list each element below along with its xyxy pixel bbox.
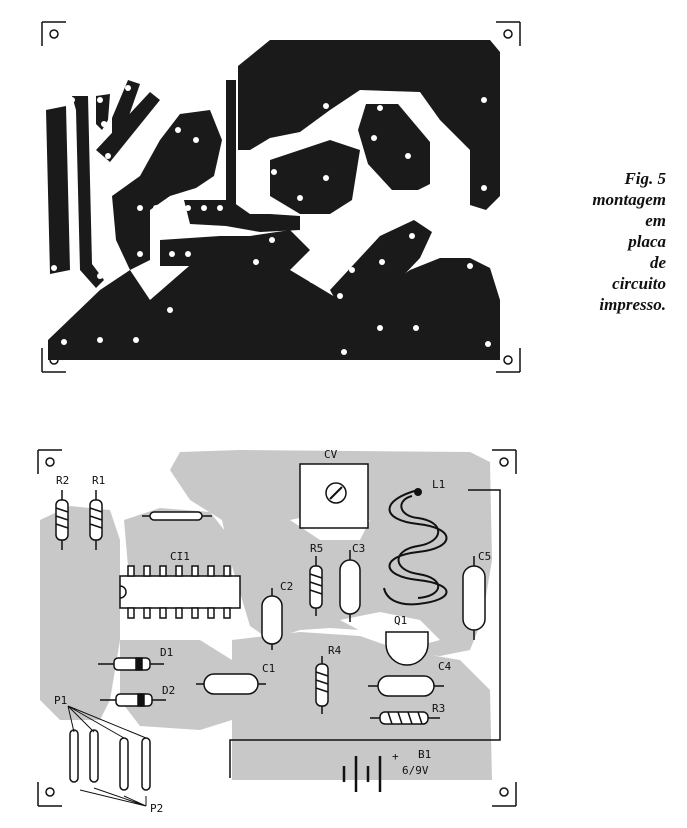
transistor-q1 — [385, 631, 429, 666]
resistor-r1 — [89, 490, 103, 550]
cv-trimmer — [299, 463, 369, 529]
caption-line-4: placa — [628, 232, 666, 251]
caption-line-5: de — [649, 253, 666, 272]
capacitor-c3 — [339, 550, 361, 622]
copper-area-bottom — [150, 256, 500, 360]
label-ci1: CI1 — [170, 550, 190, 563]
diode-d2 — [100, 693, 166, 707]
diode-d1 — [98, 657, 164, 671]
copper-area-top-right — [238, 40, 500, 210]
ic-ci1 — [119, 565, 241, 619]
capacitor-c1 — [196, 673, 266, 695]
caption-line-6: circuito — [612, 274, 666, 293]
connector-pins — [69, 729, 151, 791]
label-p1: P1 — [54, 694, 67, 707]
label-c1: C1 — [262, 662, 275, 675]
label-c3: C3 — [352, 542, 365, 555]
capacitor-c5 — [462, 556, 486, 640]
label-d1: D1 — [160, 646, 173, 659]
label-c2: C2 — [280, 580, 293, 593]
label-c4: C4 — [438, 660, 452, 673]
caption-line-3: em — [645, 211, 666, 230]
resistor-r5 — [309, 556, 323, 616]
label-b1-voltage: 6/9V — [402, 764, 429, 777]
capacitor-c2 — [261, 588, 283, 650]
coil-l1 — [383, 488, 448, 606]
label-cv: CV — [324, 448, 338, 461]
copper-area-middle — [270, 140, 360, 214]
caption-line-2: montagem — [592, 190, 666, 209]
label-c5: C5 — [478, 550, 491, 563]
drill-holes — [51, 85, 491, 355]
caption-line-1: Fig. 5 — [624, 169, 666, 188]
pin-leader-lines — [67, 705, 147, 807]
copper-strip-left-1 — [46, 106, 70, 274]
label-r4: R4 — [328, 644, 342, 657]
wire-jumper — [142, 511, 212, 521]
corner-marks-bottom — [37, 449, 517, 807]
label-d2: D2 — [162, 684, 175, 697]
label-r3: R3 — [432, 702, 445, 715]
resistor-r3 — [370, 711, 440, 725]
copper-tracks — [46, 40, 500, 360]
label-b1: B1 — [418, 748, 431, 761]
label-q1: Q1 — [394, 614, 407, 627]
capacitor-c4 — [368, 675, 444, 697]
label-r1: R1 — [92, 474, 105, 487]
copper-area-bottom-left — [48, 270, 150, 360]
label-plus: + — [392, 750, 399, 763]
component-labels: R2 R1 CV L1 CI1 R5 C3 C5 C2 Q1 R4 D1 C1 … — [54, 448, 491, 815]
label-p2: P2 — [150, 802, 163, 815]
label-l1: L1 — [432, 478, 445, 491]
copper-strip-left-2 — [72, 96, 104, 288]
corner-marks-top — [41, 21, 521, 373]
label-r2: R2 — [56, 474, 69, 487]
label-r5: R5 — [310, 542, 323, 555]
resistor-r4 — [315, 656, 329, 714]
resistor-r2 — [55, 490, 69, 550]
bracket-line — [229, 489, 501, 778]
figure-caption: Fig. 5 montagem em placa de circuito imp… — [548, 168, 666, 315]
battery-b1 — [342, 756, 382, 792]
caption-line-7: impresso. — [599, 295, 666, 314]
